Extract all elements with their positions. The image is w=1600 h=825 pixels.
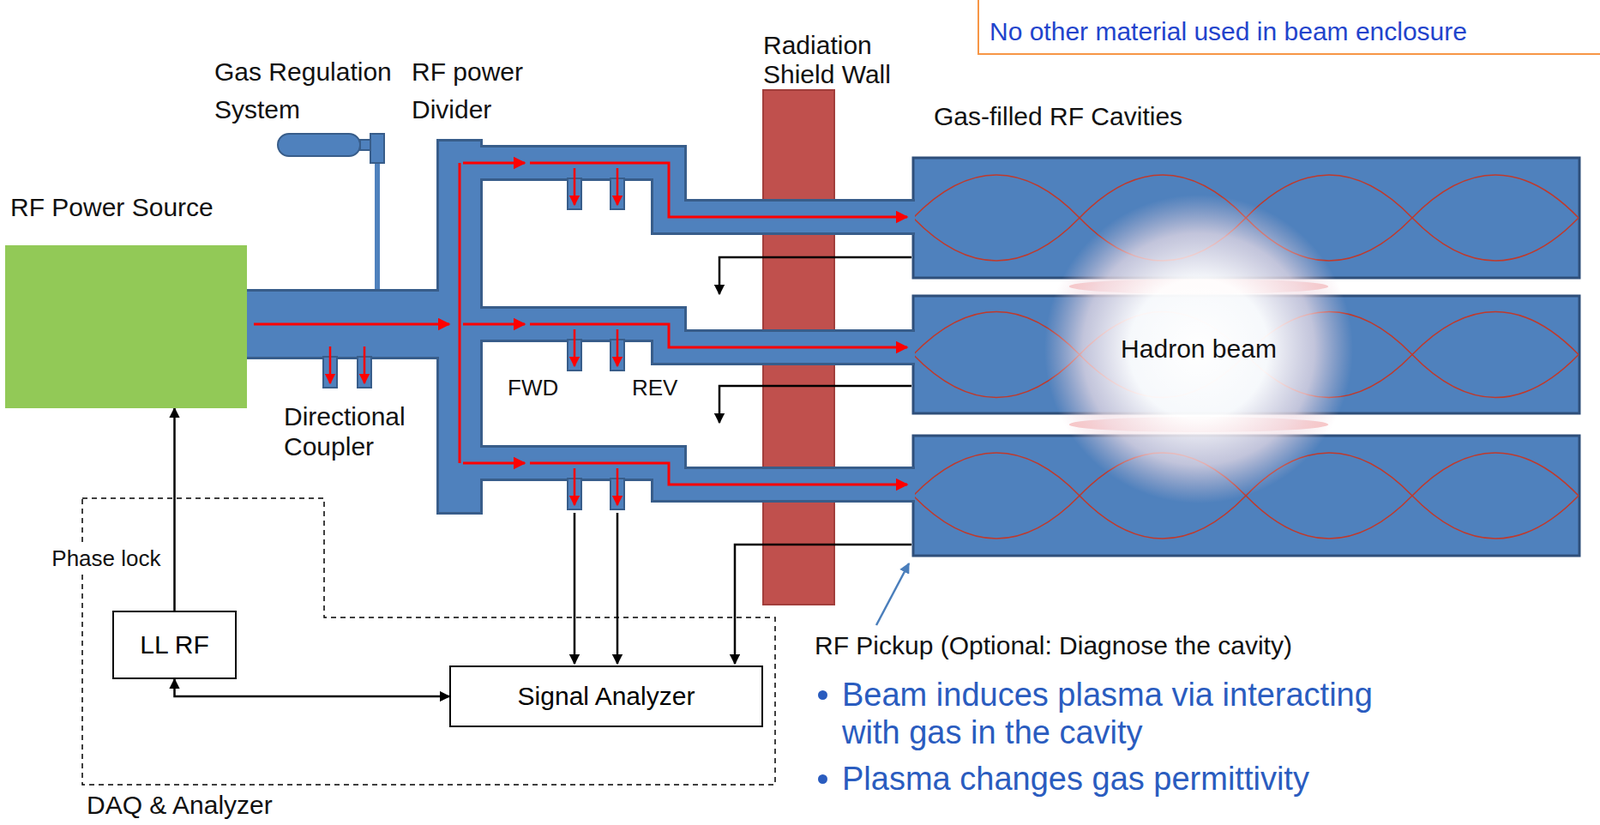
coupled-power (616, 468, 620, 506)
wall-label: Radiation Shield Wall (763, 30, 918, 90)
coupled-power (616, 168, 620, 205)
power-flow (529, 324, 908, 348)
hadron-beam: Hadron beam (1044, 194, 1354, 504)
note-text: No other material used in beam enclosure (989, 17, 1468, 47)
daq-group: DAQ & Analyzer LL RF Signal Analyzer (81, 497, 776, 820)
power-flow (529, 463, 908, 485)
power-flow (463, 162, 525, 165)
bullet-dot (818, 774, 828, 784)
waveguide (459, 162, 915, 217)
coupled-power (573, 468, 577, 506)
coupled-power (573, 329, 577, 367)
coupled-power (573, 168, 577, 205)
edge-label: Phase lock (51, 545, 161, 572)
bullet-note-holder: Beam induces plasma via interacting with… (842, 675, 1408, 752)
gas-regulator (370, 133, 385, 163)
power-flow (458, 162, 462, 464)
port-label-holder: FWD (507, 374, 559, 401)
power-flow (529, 162, 908, 217)
pickup-label: RF Pickup (Optional: Diagnose the cavity… (814, 630, 1293, 661)
signal-connector (174, 679, 451, 697)
waveguide (246, 291, 460, 357)
beam-disc (1044, 194, 1354, 504)
cavity-label-holder: Gas-filled RF Cavities (933, 101, 1183, 132)
waveguide-outline (459, 162, 915, 217)
waveguide (459, 324, 915, 348)
group-label: DAQ & Analyzer (86, 789, 273, 820)
divider-label: RF power Divider (411, 53, 549, 129)
source-label: RF Power Source (10, 192, 214, 223)
coupler-label: Directional Coupler (283, 401, 434, 462)
power-flow (463, 323, 525, 326)
gas-bottle (277, 133, 361, 157)
port-label-holder: REV (631, 374, 678, 401)
gas-pipe (374, 161, 380, 296)
leader-line (876, 563, 909, 626)
source-block (5, 245, 247, 409)
waveguide-outline (246, 288, 460, 360)
dashed-outline (82, 498, 776, 785)
bullet-note: Beam induces plasma via interacting with… (842, 675, 1408, 752)
gas-valve (360, 139, 371, 151)
gas-system-label-holder: Gas Regulation System (214, 53, 412, 129)
divider-label-holder: RF power Divider (411, 53, 549, 129)
coupler-wire (616, 512, 620, 664)
pickup-wire (719, 257, 912, 295)
signal-connector (173, 408, 176, 611)
waveguide-outline (459, 463, 915, 485)
beam-label: Hadron beam (1120, 334, 1277, 364)
waveguide (459, 463, 915, 485)
bullet-dot (818, 690, 828, 700)
box-label: Signal Analyzer (517, 681, 696, 711)
coupler-wire (573, 512, 577, 664)
box-label: LL RF (139, 630, 210, 660)
rf-power-source: RF Power Source (5, 192, 247, 409)
bullet-note-holder: Plasma changes gas permittivity (842, 759, 1408, 798)
pickup-label-holder: RF Pickup (Optional: Diagnose the cavity… (814, 630, 1293, 661)
cavity-label: Gas-filled RF Cavities (933, 101, 1183, 132)
port-label: REV (631, 374, 678, 401)
gas-system-label: Gas Regulation System (214, 53, 412, 129)
coupled-power (329, 346, 332, 384)
wall-label-holder: Radiation Shield Wall (763, 30, 918, 90)
coupled-power (363, 346, 367, 384)
analyzer-box: Signal Analyzer (449, 665, 764, 728)
coupled-power (616, 329, 620, 367)
power-flow (253, 323, 450, 326)
llrf-box: LL RF (112, 610, 237, 680)
note-box: No other material used in beam enclosure (977, 0, 1600, 55)
bullet-note: Plasma changes gas permittivity (842, 759, 1408, 798)
edge-label-holder: Phase lock (48, 545, 164, 572)
power-flow (463, 462, 525, 465)
port-label: FWD (507, 374, 559, 401)
coupler-label-holder: Directional Coupler (283, 401, 434, 462)
pickup-wire (719, 385, 912, 423)
waveguide-outline (459, 324, 915, 348)
